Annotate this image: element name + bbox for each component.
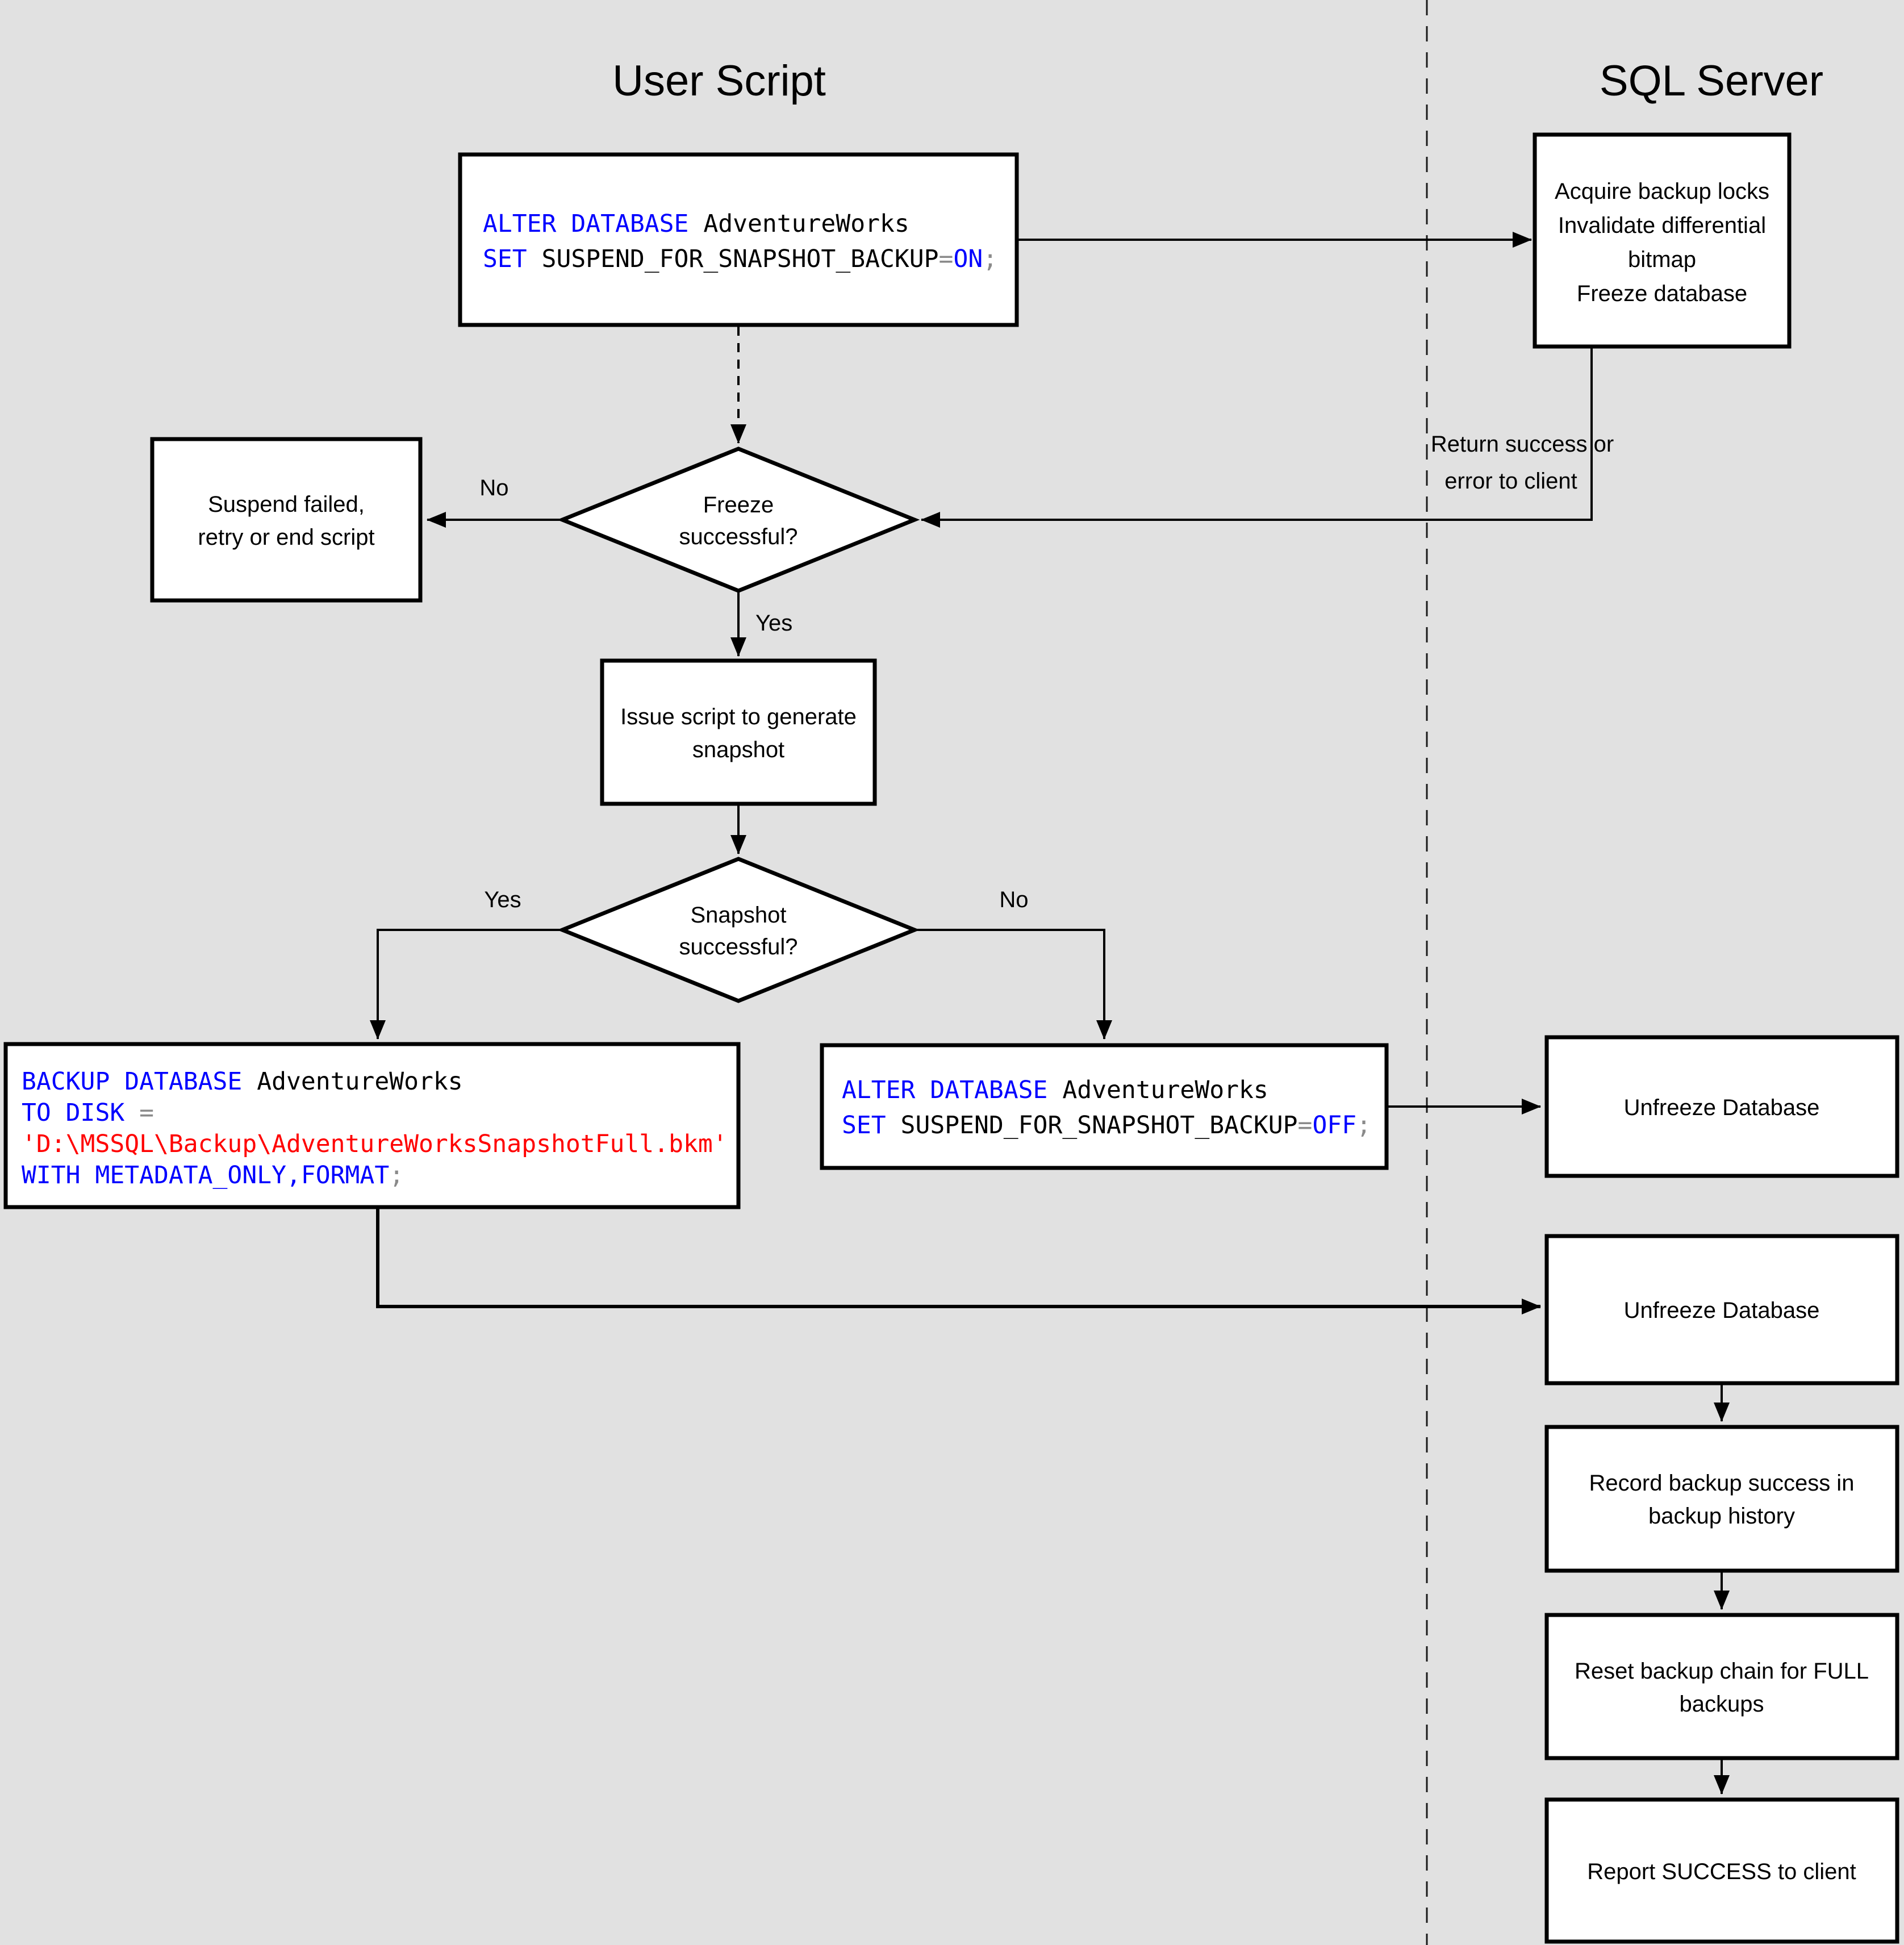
lane-title-sql-server: SQL Server — [1600, 57, 1823, 105]
svg-text:Freeze: Freeze — [703, 492, 774, 517]
svg-text:Suspend failed,: Suspend failed, — [208, 492, 365, 517]
svg-text:TO DISK =: TO DISK = — [22, 1099, 154, 1127]
node-alter-database-on: ALTER DATABASE AdventureWorks SET SUSPEN… — [458, 152, 1019, 327]
connector-acquire-to-freeze — [921, 348, 1593, 528]
svg-text:SET SUSPEND_FOR_SNAPSHOT_BACKU: SET SUSPEND_FOR_SNAPSHOT_BACKUP=OFF; — [842, 1111, 1371, 1140]
svg-text:Invalidate differential: Invalidate differential — [1558, 213, 1766, 238]
edge-label-return-success: Return success or error to client — [1431, 432, 1614, 494]
svg-text:backups: backups — [1680, 1692, 1764, 1717]
svg-text:Issue script to generate: Issue script to generate — [620, 704, 857, 729]
svg-text:Return success or: Return success or — [1431, 432, 1614, 457]
edge-label-freeze-yes: Yes — [755, 611, 792, 636]
svg-text:Unfreeze Database: Unfreeze Database — [1624, 1095, 1820, 1120]
svg-text:Acquire backup locks: Acquire backup locks — [1555, 179, 1769, 204]
connector-snapshot-no-to-alteroff — [917, 929, 1112, 1040]
svg-text:retry or end script: retry or end script — [198, 525, 374, 550]
svg-text:backup history: backup history — [1648, 1504, 1795, 1529]
node-report-success: Report SUCCESS to client — [1544, 1797, 1899, 1944]
svg-text:bitmap: bitmap — [1628, 247, 1696, 272]
svg-text:snapshot: snapshot — [692, 737, 784, 762]
node-suspend-failed: Suspend failed, retry or end script — [150, 437, 423, 603]
svg-text:'D:\MSSQL\Backup\AdventureWork: 'D:\MSSQL\Backup\AdventureWorksSnapshotF… — [22, 1130, 728, 1158]
svg-text:error to client: error to client — [1444, 469, 1577, 494]
svg-text:Freeze database: Freeze database — [1577, 281, 1747, 306]
svg-text:ALTER DATABASE AdventureWorks: ALTER DATABASE AdventureWorks — [842, 1076, 1268, 1104]
svg-text:Reset backup chain for FULL: Reset backup chain for FULL — [1575, 1659, 1869, 1684]
node-issue-snapshot-script: Issue script to generate snapshot — [600, 658, 877, 806]
svg-text:Snapshot: Snapshot — [690, 903, 786, 928]
node-unfreeze-database-2: Unfreeze Database — [1544, 1234, 1899, 1385]
svg-text:successful?: successful? — [679, 934, 798, 959]
edge-label-freeze-no: No — [479, 475, 508, 500]
connector-snapshot-yes-to-backup — [370, 929, 560, 1040]
lane-title-user-script: User Script — [612, 57, 826, 105]
node-backup-database-metadata: BACKUP DATABASE AdventureWorks TO DISK =… — [3, 1042, 741, 1209]
svg-text:Unfreeze Database: Unfreeze Database — [1624, 1298, 1820, 1323]
svg-text:Record backup success in: Record backup success in — [1589, 1471, 1855, 1496]
svg-text:WITH METADATA_ONLY,FORMAT;: WITH METADATA_ONLY,FORMAT; — [22, 1161, 404, 1189]
svg-text:SET SUSPEND_FOR_SNAPSHOT_BACKU: SET SUSPEND_FOR_SNAPSHOT_BACKUP=ON; — [483, 245, 997, 273]
node-snapshot-successful-decision: Snapshot successful? — [557, 857, 920, 1003]
connector-backup-to-unfreeze2 — [376, 1209, 1541, 1314]
node-reset-backup-chain: Reset backup chain for FULL backups — [1544, 1613, 1899, 1760]
node-freeze-successful-decision: Freeze successful? — [557, 446, 920, 593]
svg-text:ALTER DATABASE AdventureWorks: ALTER DATABASE AdventureWorks — [483, 210, 909, 238]
node-alter-database-off: ALTER DATABASE AdventureWorks SET SUSPEN… — [820, 1043, 1389, 1170]
node-record-backup-success: Record backup success in backup history — [1544, 1425, 1899, 1573]
edge-label-snapshot-no: No — [999, 887, 1028, 912]
edge-label-snapshot-yes: Yes — [484, 887, 521, 912]
svg-text:successful?: successful? — [679, 524, 798, 549]
node-unfreeze-database-1: Unfreeze Database — [1544, 1035, 1899, 1178]
svg-text:Report SUCCESS to client: Report SUCCESS to client — [1587, 1859, 1856, 1884]
node-acquire-backup-locks: Acquire backup locks Invalidate differen… — [1533, 132, 1792, 349]
svg-text:BACKUP DATABASE AdventureWorks: BACKUP DATABASE AdventureWorks — [22, 1067, 463, 1096]
